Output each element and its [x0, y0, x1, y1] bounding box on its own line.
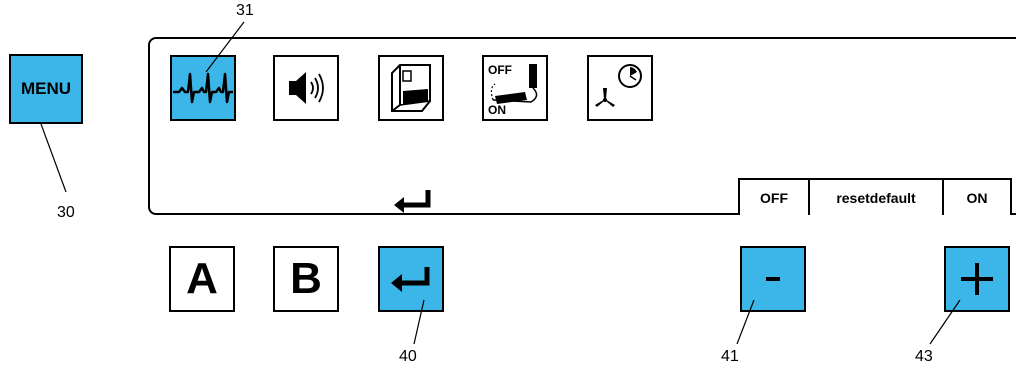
device-icon: [391, 64, 431, 112]
softkey-off-label: OFF: [760, 189, 788, 206]
speaker-icon: [289, 72, 324, 104]
leader-line-30: [40, 123, 67, 193]
plus-button[interactable]: [944, 246, 1010, 312]
fan-timer-icon-button[interactable]: [587, 55, 653, 121]
a-button[interactable]: A: [169, 246, 235, 312]
a-button-label: A: [186, 254, 218, 303]
heartbeat-icon-button[interactable]: [170, 55, 236, 121]
enter-button[interactable]: [378, 246, 444, 312]
minus-button[interactable]: [740, 246, 806, 312]
callout-43: 43: [915, 348, 933, 365]
softkey-on[interactable]: ON: [942, 178, 1012, 215]
callout-31: 31: [236, 2, 254, 19]
softkey-off[interactable]: OFF: [738, 178, 810, 215]
minus-icon: [766, 277, 780, 281]
speaker-icon-button[interactable]: [273, 55, 339, 121]
b-button-label: B: [290, 254, 322, 303]
off-on-switch-icon-button[interactable]: OFF ON: [482, 55, 548, 121]
device-icon-button[interactable]: [378, 55, 444, 121]
softkey-reset-default[interactable]: resetdefault: [808, 178, 944, 215]
callout-30: 30: [57, 204, 75, 221]
on-label: ON: [488, 103, 506, 117]
enter-icon: [391, 267, 430, 292]
off-label: OFF: [488, 63, 512, 77]
callout-40: 40: [399, 348, 417, 365]
b-button[interactable]: B: [273, 246, 339, 312]
plus-icon: [961, 263, 993, 295]
screen-enter-arrow-icon: [394, 190, 431, 213]
softkey-bar: OFF resetdefault ON: [738, 178, 1012, 215]
menu-button-label: MENU: [20, 79, 72, 98]
display-screen: [148, 37, 1016, 215]
softkey-on-label: ON: [966, 189, 988, 206]
callout-41: 41: [721, 348, 739, 365]
heartbeat-icon: [173, 72, 233, 104]
softkey-reset-label: resetdefault: [836, 189, 916, 206]
fan-timer-icon: [595, 64, 642, 107]
menu-button[interactable]: MENU: [9, 54, 83, 124]
off-on-switch-icon: OFF ON: [488, 63, 538, 117]
